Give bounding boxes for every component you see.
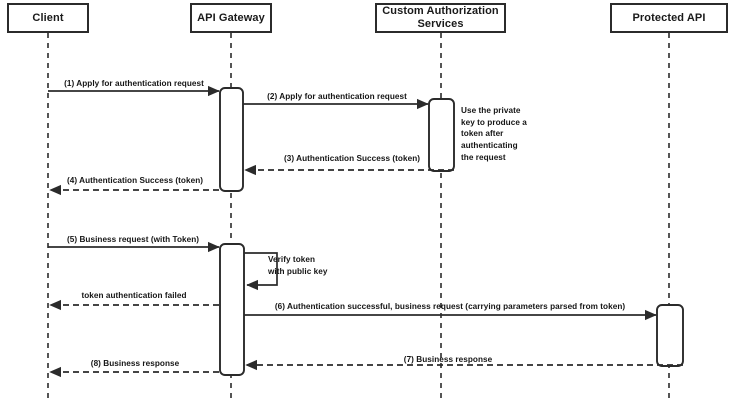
note-private-key-line-4: authenticating — [461, 140, 518, 150]
note-verify-token-line-1: Verify token — [268, 255, 316, 264]
participant-box-protected-api[interactable]: Protected API — [610, 3, 728, 33]
note-private-key-line-5: the request — [461, 152, 506, 162]
message-label-4: (4) Authentication Success (token) — [66, 176, 204, 185]
participant-label-api-gateway: API Gateway — [197, 11, 265, 24]
note-private-key: Use the private key to produce a token a… — [461, 105, 527, 163]
participant-box-client[interactable]: Client — [7, 3, 89, 33]
participant-label-custom-authorization-services: Custom Authorization Services — [382, 5, 499, 30]
note-private-key-line-1: Use the private — [461, 106, 521, 115]
message-label-1: (1) Apply for authentication request — [64, 79, 204, 88]
activation-protected-api — [656, 304, 684, 367]
activation-custom-authorization-services — [428, 98, 455, 172]
message-label-7: (7) Business response — [403, 355, 493, 364]
note-private-key-line-3: token after — [461, 129, 504, 139]
note-private-key-line-2: key to produce a — [461, 117, 527, 127]
activation-api-gateway-business — [219, 243, 245, 376]
note-verify-token: Verify token with public key — [268, 254, 327, 277]
message-label-token-authentication-failed: token authentication failed — [81, 291, 187, 300]
message-label-3: (3) Authentication Success (token) — [283, 154, 421, 163]
participant-label-client: Client — [32, 11, 64, 24]
message-label-2: (2) Apply for authentication request — [267, 92, 407, 101]
arrow-self-loop-verify-token — [244, 252, 278, 291]
activation-api-gateway-auth — [219, 87, 244, 192]
participant-label-protected-api: Protected API — [632, 11, 706, 24]
message-label-6: (6) Authentication successful, business … — [274, 302, 626, 311]
participant-box-custom-authorization-services[interactable]: Custom Authorization Services — [375, 3, 506, 33]
participant-box-api-gateway[interactable]: API Gateway — [190, 3, 272, 33]
message-label-8: (8) Business response — [90, 359, 180, 368]
note-verify-token-line-2: with public key — [268, 266, 328, 276]
message-label-5: (5) Business request (with Token) — [66, 235, 200, 244]
